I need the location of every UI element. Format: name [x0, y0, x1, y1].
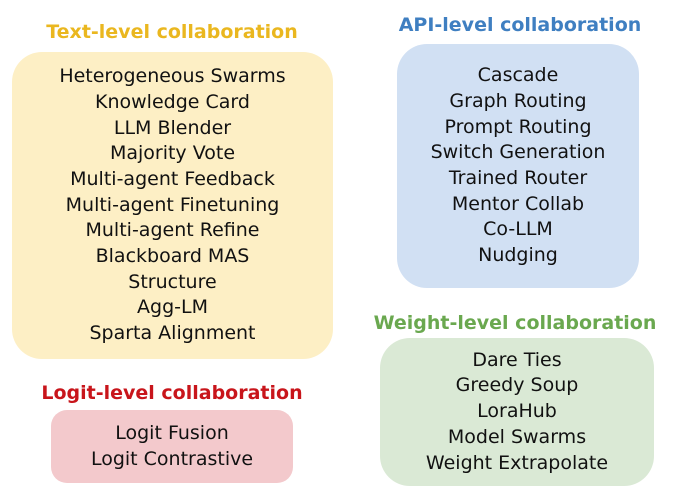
logit-level-box: Logit Fusion Logit Contrastive: [51, 410, 293, 483]
api-level-list: Cascade Graph Routing Prompt Routing Swi…: [431, 63, 606, 269]
list-item: Logit Fusion: [115, 421, 229, 444]
text-level-list: Heterogeneous Swarms Knowledge Card LLM …: [59, 64, 285, 347]
list-item: Multi-agent Refine: [85, 219, 260, 242]
logit-level-title: Logit-level collaboration: [41, 382, 303, 404]
list-item: Structure: [128, 270, 217, 293]
weight-level-title: Weight-level collaboration: [373, 312, 657, 334]
list-item: Dare Ties: [472, 348, 562, 371]
list-item: Weight Extrapolate: [425, 451, 609, 474]
list-item: LLM Blender: [113, 116, 232, 139]
list-item: Model Swarms: [447, 425, 587, 448]
logit-level-list: Logit Fusion Logit Contrastive: [91, 421, 253, 472]
list-item: Switch Generation: [430, 141, 606, 164]
list-item: Logit Contrastive: [90, 447, 254, 470]
list-item: Greedy Soup: [455, 374, 579, 397]
text-level-box: Heterogeneous Swarms Knowledge Card LLM …: [12, 52, 333, 359]
list-item: Blackboard MAS: [95, 245, 250, 268]
list-item: Cascade: [477, 64, 559, 87]
list-item: Trained Router: [448, 167, 588, 189]
api-level-box: Cascade Graph Routing Prompt Routing Swi…: [397, 44, 639, 288]
list-item: Knowledge Card: [95, 90, 250, 113]
list-item: Mentor Collab: [451, 192, 585, 215]
weight-level-list: Dare Ties Greedy Soup LoraHub Model Swar…: [426, 348, 608, 477]
list-item: Prompt Routing: [444, 115, 592, 138]
list-item: Sparta Alignment: [89, 322, 256, 345]
weight-level-box: Dare Ties Greedy Soup LoraHub Model Swar…: [380, 338, 654, 486]
api-level-title: API-level collaboration: [398, 14, 642, 36]
list-item: Nudging: [478, 244, 558, 267]
list-item: Majority Vote: [109, 142, 236, 165]
list-item: Heterogeneous Swarms: [59, 65, 286, 88]
list-item: LoraHub: [477, 400, 557, 423]
text-level-title: Text-level collaboration: [46, 21, 298, 43]
list-item: Multi-agent Finetuning: [65, 193, 280, 216]
list-item: Agg-LM: [137, 296, 208, 319]
list-item: Multi-agent Feedback: [70, 167, 275, 190]
list-item: Graph Routing: [449, 89, 587, 112]
list-item: Co-LLM: [483, 218, 553, 241]
